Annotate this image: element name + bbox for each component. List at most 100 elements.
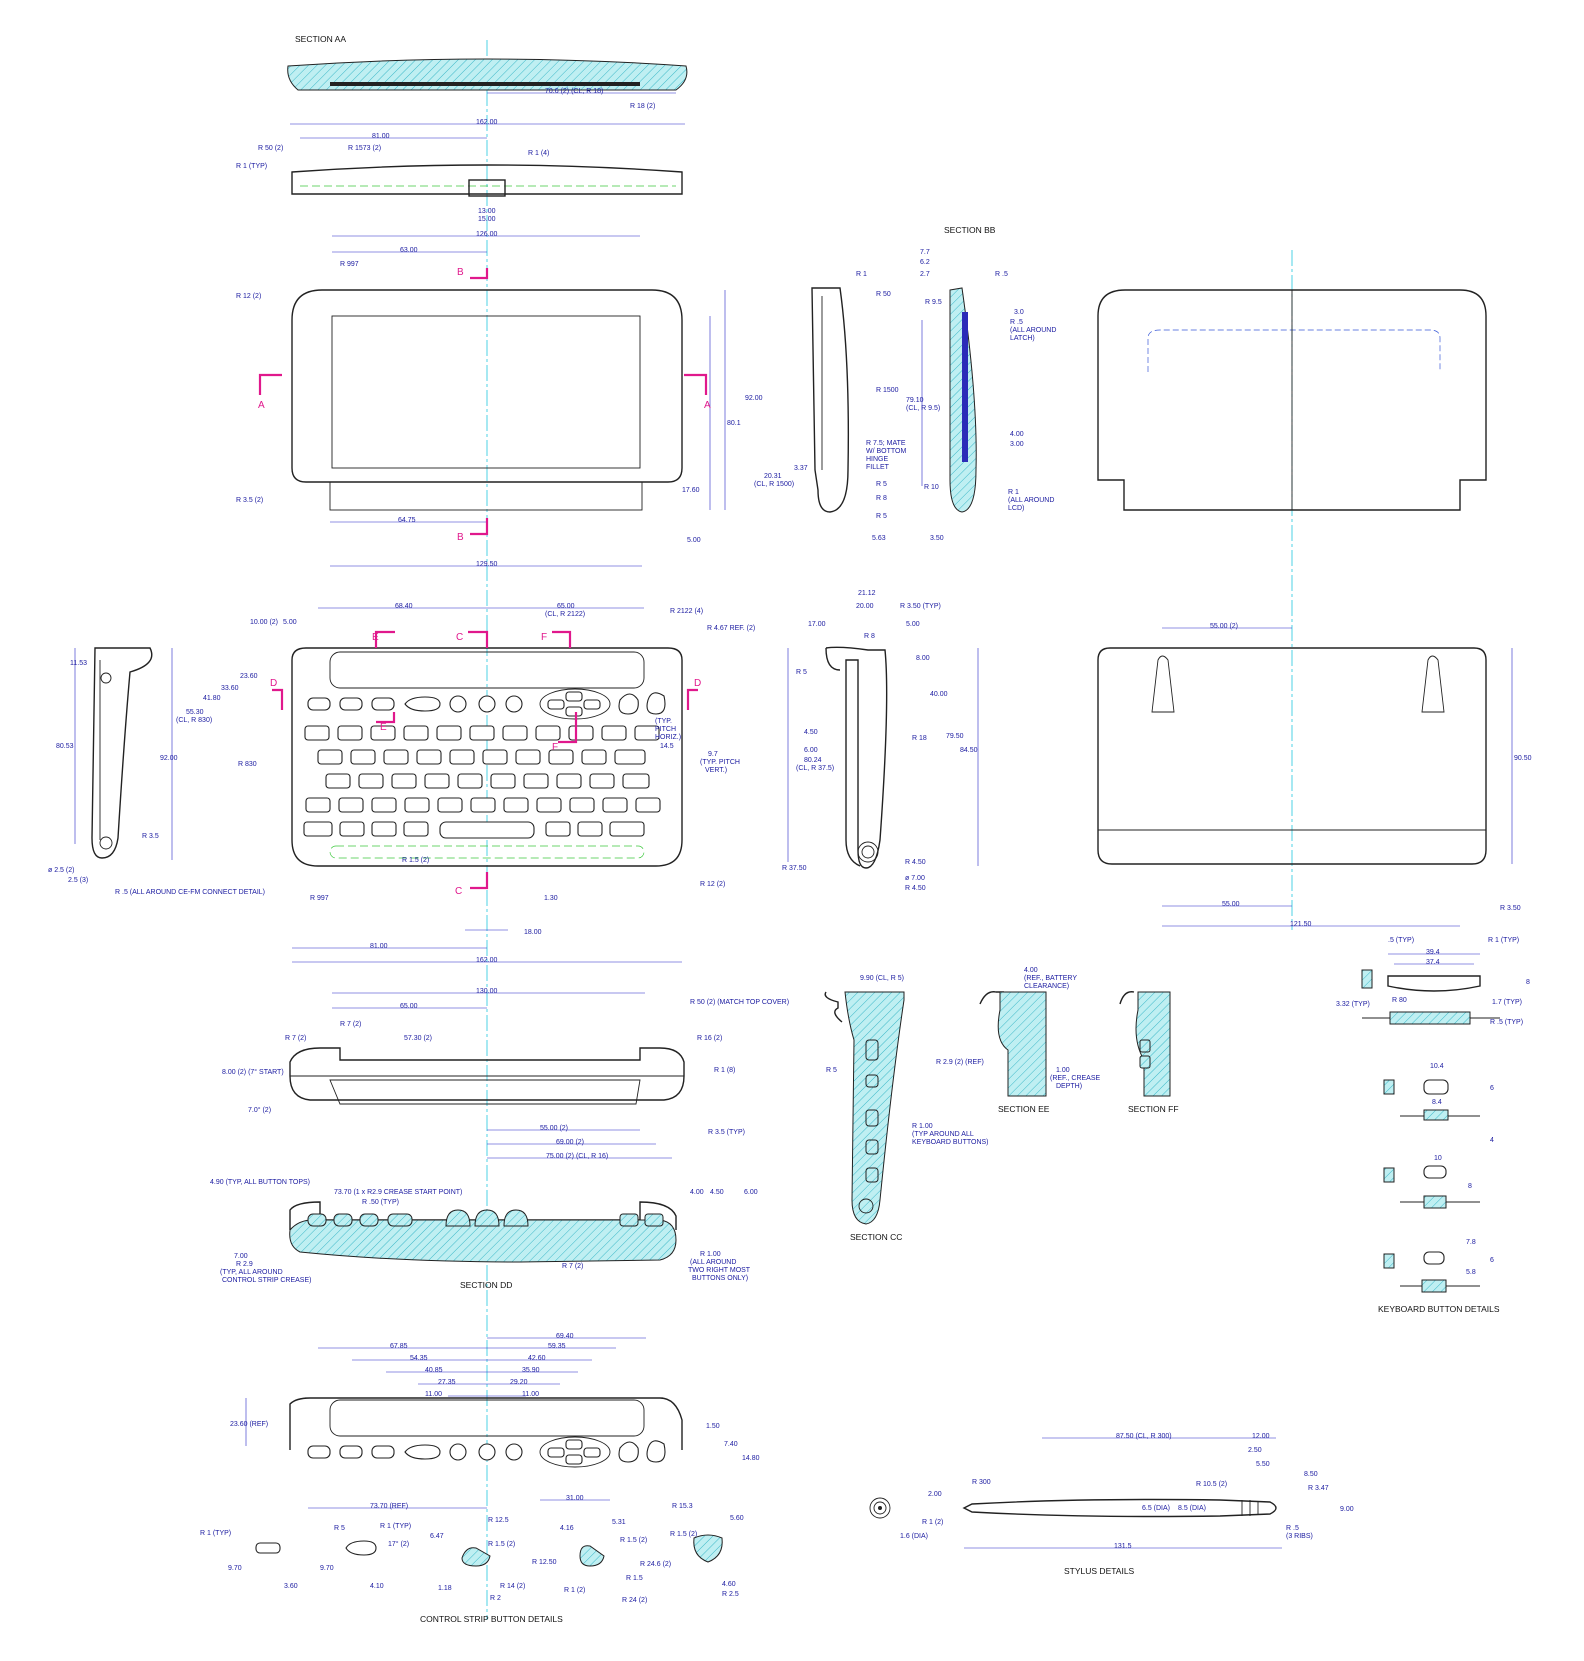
svg-text:R 2: R 2: [490, 1595, 501, 1602]
svg-text:75.00 (2) (CL, R 16): 75.00 (2) (CL, R 16): [546, 1153, 608, 1160]
svg-text:4.60: 4.60: [722, 1581, 736, 1588]
svg-text:55.00: 55.00: [1222, 901, 1240, 908]
svg-text:D: D: [694, 678, 701, 689]
svg-text:KEYBOARD BUTTONS): KEYBOARD BUTTONS): [912, 1139, 989, 1146]
section-aa: SECTION AA 70.6 (2) (CL, R 18) R 18 (2): [287, 34, 688, 110]
svg-text:F: F: [541, 632, 547, 643]
svg-text:6.47: 6.47: [430, 1533, 444, 1540]
svg-text:R 1: R 1: [856, 271, 867, 278]
svg-text:R 5: R 5: [826, 1067, 837, 1074]
stylus-details: 87.50 (CL, R 300) 12.00 2.50 5.50 8.50 R…: [869, 1433, 1354, 1576]
svg-text:2.50: 2.50: [1248, 1447, 1262, 1454]
svg-text:E: E: [372, 632, 379, 643]
svg-text:6.5 (DIA): 6.5 (DIA): [1142, 1505, 1170, 1512]
svg-text:21.12: 21.12: [858, 590, 876, 597]
svg-text:C: C: [455, 886, 462, 897]
svg-text:79.10: 79.10: [906, 397, 924, 404]
svg-text:R 8: R 8: [876, 495, 887, 502]
svg-text:84.50: 84.50: [960, 747, 978, 754]
svg-text:10.00 (2): 10.00 (2): [250, 619, 278, 626]
svg-text:SECTION EE: SECTION EE: [998, 1104, 1050, 1114]
svg-text:8: 8: [1468, 1183, 1472, 1190]
svg-text:69.40: 69.40: [556, 1333, 574, 1340]
svg-text:7.8: 7.8: [1466, 1239, 1476, 1246]
svg-text:3.60: 3.60: [284, 1583, 298, 1590]
svg-text:129.50: 129.50: [476, 561, 498, 568]
svg-text:23.60: 23.60: [240, 673, 258, 680]
svg-text:R 7.5; MATE: R 7.5; MATE: [866, 440, 906, 447]
svg-text:4: 4: [1490, 1137, 1494, 1144]
svg-text:2.5 (3): 2.5 (3): [68, 877, 88, 884]
svg-text:R 50: R 50: [876, 291, 891, 298]
svg-text:2.00: 2.00: [928, 1491, 942, 1498]
svg-text:1.50: 1.50: [706, 1423, 720, 1430]
svg-text:1.6 (DIA): 1.6 (DIA): [900, 1533, 928, 1540]
svg-text:R 80: R 80: [1392, 997, 1407, 1004]
svg-text:TWO RIGHT MOST: TWO RIGHT MOST: [688, 1267, 751, 1274]
svg-text:R 830: R 830: [238, 761, 257, 768]
svg-text:(3 RIBS): (3 RIBS): [1286, 1533, 1313, 1540]
svg-text:R .5: R .5: [1010, 319, 1023, 326]
svg-text:5.31: 5.31: [612, 1519, 626, 1526]
svg-text:5.00: 5.00: [283, 619, 297, 626]
svg-text:(CL, R 2122): (CL, R 2122): [545, 611, 585, 618]
svg-text:(ALL AROUND: (ALL AROUND: [690, 1259, 736, 1266]
svg-text:R 12.5: R 12.5: [488, 1517, 509, 1524]
svg-text:(TYP AROUND ALL: (TYP AROUND ALL: [912, 1131, 974, 1138]
svg-text:R 1.5 (2): R 1.5 (2): [488, 1541, 515, 1548]
svg-text:4.00: 4.00: [1024, 967, 1038, 974]
svg-text:R 1 (TYP): R 1 (TYP): [236, 163, 267, 170]
svg-text:162.00: 162.00: [476, 119, 498, 126]
svg-text:D: D: [270, 678, 277, 689]
svg-text:80.24: 80.24: [804, 757, 822, 764]
svg-text:9.70: 9.70: [228, 1565, 242, 1572]
svg-text:R 1500: R 1500: [876, 387, 899, 394]
svg-text:R 1.5 (2): R 1.5 (2): [620, 1537, 647, 1544]
svg-text:R 1573 (2): R 1573 (2): [348, 145, 381, 152]
svg-text:R .5 (ALL AROUND CE-FM CONNECT: R .5 (ALL AROUND CE-FM CONNECT DETAIL): [115, 889, 265, 896]
svg-text:7.7: 7.7: [920, 249, 930, 256]
svg-text:ø 7.00: ø 7.00: [905, 875, 925, 882]
svg-text:59.35: 59.35: [548, 1343, 566, 1350]
control-strip-view: 69.40 67.85 59.35 54.35 42.60 40.85 35.9…: [230, 1333, 760, 1510]
svg-text:11.00: 11.00: [425, 1391, 442, 1398]
svg-text:7.0° (2): 7.0° (2): [248, 1106, 271, 1114]
svg-text:121.50: 121.50: [1290, 921, 1312, 928]
svg-text:33.60: 33.60: [221, 685, 239, 692]
svg-text:90.50: 90.50: [1514, 755, 1532, 762]
svg-text:17.60: 17.60: [682, 487, 700, 494]
svg-text:R 50 (2) (MATCH TOP COVER): R 50 (2) (MATCH TOP COVER): [690, 999, 789, 1006]
svg-text:DEPTH): DEPTH): [1056, 1083, 1082, 1090]
svg-text:14.5: 14.5: [660, 743, 674, 750]
svg-text:PITCH: PITCH: [655, 726, 676, 733]
svg-text:6.00: 6.00: [744, 1189, 758, 1196]
svg-text:1.00: 1.00: [1056, 1067, 1070, 1074]
section-dd-buttons: [307, 1209, 664, 1227]
hinge-view: 130.00 65.00 R 50 (2) (MATCH TOP COVER) …: [222, 988, 789, 1160]
svg-text:87.50 (CL, R 300): 87.50 (CL, R 300): [1116, 1433, 1172, 1440]
svg-text:R 7 (2): R 7 (2): [340, 1021, 361, 1028]
control-strip-button-details: R 1 (TYP) 9.70 3.60 R 5 R 1 (TYP) 17° (2…: [200, 1503, 744, 1624]
svg-text:80.53: 80.53: [56, 743, 74, 750]
svg-text:17° (2): 17° (2): [388, 1540, 409, 1548]
svg-text:R 1 (8): R 1 (8): [714, 1067, 735, 1074]
svg-text:(CL, R 1500): (CL, R 1500): [754, 481, 794, 488]
svg-text:5.00: 5.00: [906, 621, 920, 628]
svg-text:8: 8: [1526, 979, 1530, 986]
svg-text:SECTION CC: SECTION CC: [850, 1232, 902, 1242]
svg-text:R 1.5: R 1.5: [626, 1575, 643, 1582]
svg-text:B: B: [457, 267, 464, 278]
svg-text:R 3.5: R 3.5: [142, 833, 159, 840]
svg-text:(ALL AROUND: (ALL AROUND: [1010, 327, 1056, 334]
section-ff: SECTION FF: [1119, 991, 1179, 1114]
keyboard-button-details: .5 (TYP) 39.4 37.4 R 1 (TYP) R 80 8 1.7 …: [1336, 937, 1530, 1314]
svg-text:63.00: 63.00: [400, 247, 418, 254]
back-view: [1097, 289, 1487, 511]
svg-text:ø 2.5 (2): ø 2.5 (2): [48, 867, 74, 874]
svg-text:R 5: R 5: [334, 1525, 345, 1532]
svg-text:8.5 (DIA): 8.5 (DIA): [1178, 1505, 1206, 1512]
svg-text:3.00: 3.00: [1010, 441, 1024, 448]
svg-text:E: E: [380, 722, 387, 733]
svg-text:STYLUS DETAILS: STYLUS DETAILS: [1064, 1566, 1135, 1576]
svg-text:R 997: R 997: [340, 261, 359, 268]
